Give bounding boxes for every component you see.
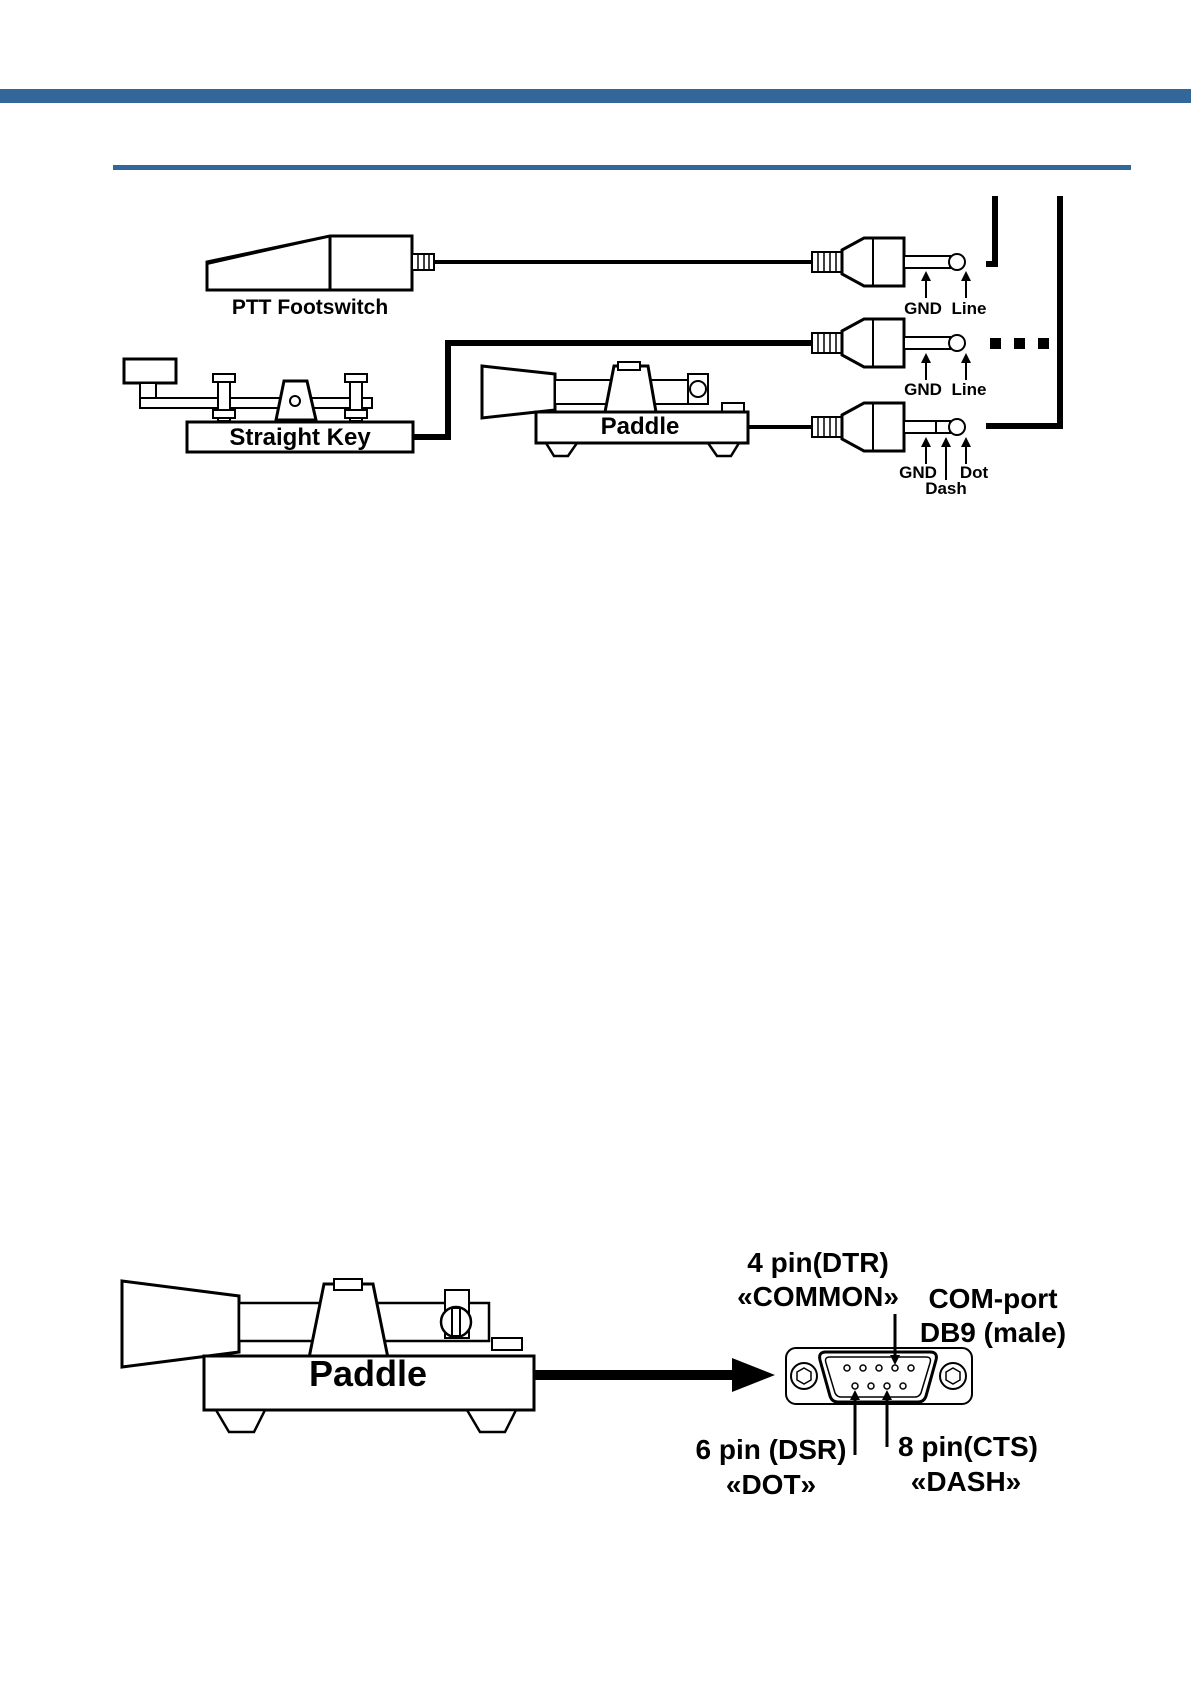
pin4-name: 4 pin(DTR)	[747, 1247, 889, 1278]
top-diagram: PTT Footswitch Straight Key	[124, 196, 1060, 498]
bus-wire-1	[986, 196, 995, 264]
jack1-gnd-label: GND	[904, 299, 942, 318]
straight-key-label: Straight Key	[229, 424, 371, 451]
paddle-small-label: Paddle	[601, 413, 680, 440]
port-title-1: COM-port	[928, 1283, 1057, 1314]
pin8-name: 8 pin(CTS)	[898, 1431, 1038, 1462]
pin6-name: 6 pin (DSR)	[696, 1434, 847, 1465]
pin4-role: «COMMON»	[737, 1281, 899, 1312]
jack-plug-2	[812, 319, 965, 367]
pin6-role: «DOT»	[726, 1469, 816, 1500]
ptt-footswitch-label: PTT Footswitch	[232, 296, 388, 319]
db9-connector	[786, 1348, 972, 1404]
jack-plug-1	[812, 238, 965, 286]
paddle-large-label: Paddle	[309, 1353, 427, 1394]
pin8-role: «DASH»	[911, 1466, 1021, 1497]
cable-arrowhead	[732, 1358, 775, 1392]
paddle-small	[482, 362, 748, 456]
port-title-2: DB9 (male)	[920, 1317, 1066, 1348]
jack1-line-label: Line	[952, 299, 987, 318]
jack2-gnd-label: GND	[904, 380, 942, 399]
jack-plug-3	[812, 403, 965, 451]
jack2-line-label: Line	[952, 380, 987, 399]
bottom-diagram: Paddle 4 pin(DTR) «CO	[122, 1247, 1066, 1500]
ptt-footswitch	[207, 236, 434, 290]
dotted-link	[990, 338, 1049, 349]
jack3-dash-label: Dash	[925, 479, 967, 498]
